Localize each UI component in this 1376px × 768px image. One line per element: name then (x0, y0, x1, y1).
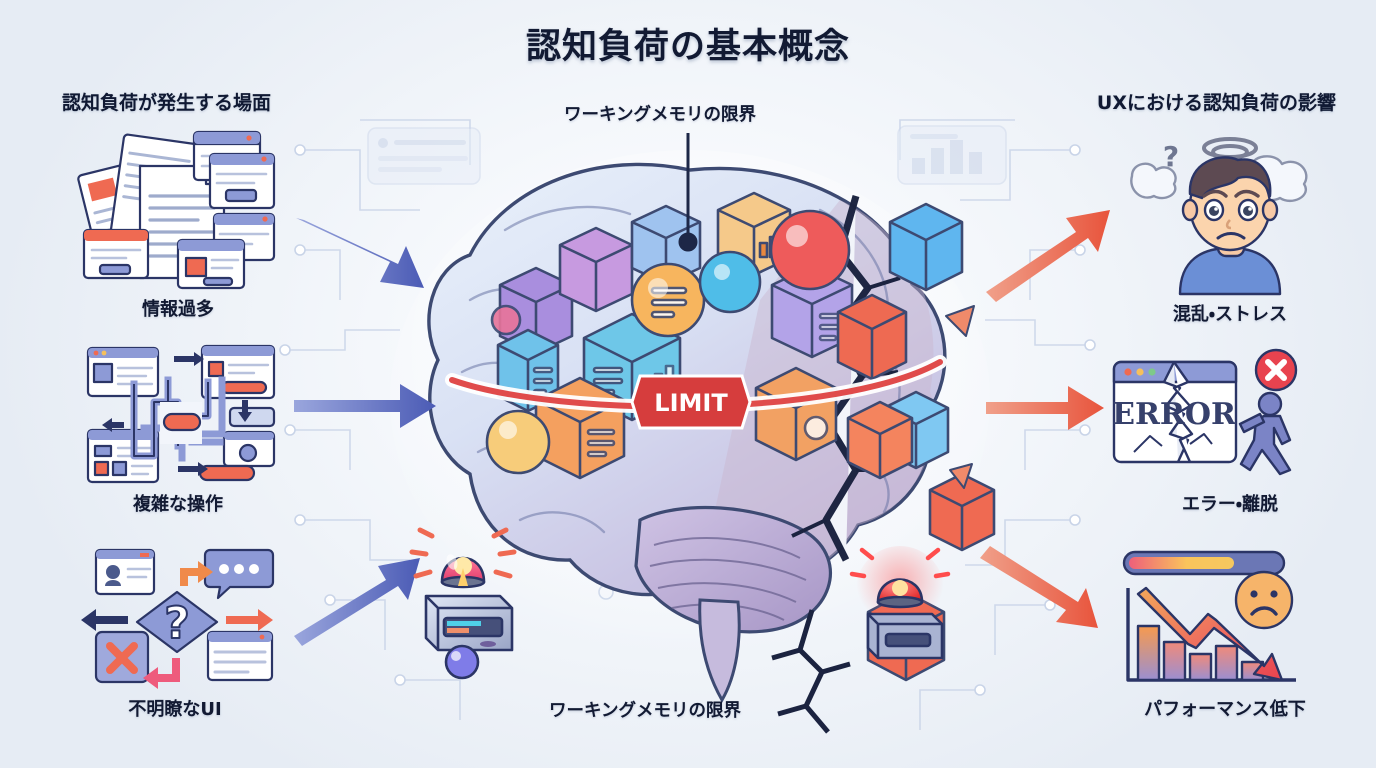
right-item-label-2: パフォーマンス低下 (1144, 699, 1306, 720)
working-memory-pointer (678, 133, 698, 252)
right-arrow-group (980, 210, 1110, 628)
escaping-cube-2 (882, 390, 950, 470)
icon-performance-drop (1104, 548, 1322, 690)
error-window-text: ERROR (1112, 397, 1237, 432)
left-item-label-1: 複雑な操作 (133, 494, 223, 515)
escaping-cube-3 (846, 400, 914, 480)
left-item-label-0: 情報過多 (142, 299, 214, 320)
escaping-cube-1 (888, 202, 964, 292)
icon-complex-operation (82, 338, 278, 488)
left-item-label-2: 不明瞭なUI (128, 699, 222, 720)
limit-band: LIMIT (445, 355, 947, 430)
limit-band-text: LIMIT (654, 389, 728, 417)
working-memory-top-label: ワーキングメモリの限界 (564, 105, 756, 125)
icon-error-abandonment: ERROR (1104, 348, 1314, 476)
right-item-label-1: エラー・離脱 (1181, 494, 1279, 515)
svg-text:?: ? (1163, 140, 1179, 173)
right-column-header: UXにおける認知負荷の影響 (1096, 92, 1336, 114)
memory-spheres (485, 209, 851, 475)
icon-confusion-stress: ? (1126, 132, 1336, 296)
alarm-siren-left (408, 522, 538, 682)
brain-crack (791, 195, 901, 562)
escaping-cube-4 (928, 472, 996, 552)
icon-unclear-ui: ? (72, 544, 278, 689)
svg-text:?: ? (164, 598, 190, 649)
brain-crack-lower (771, 609, 851, 734)
page-title: 認知負荷の基本概念 (525, 27, 850, 67)
right-item-label-0: 混乱・ストレス (1172, 304, 1288, 325)
working-memory-bottom-label: ワーキングメモリの限界 (549, 701, 741, 721)
left-column-header: 認知負荷が発生する場面 (62, 92, 272, 114)
alarm-siren-right (848, 546, 958, 682)
icon-information-overload (77, 126, 278, 292)
